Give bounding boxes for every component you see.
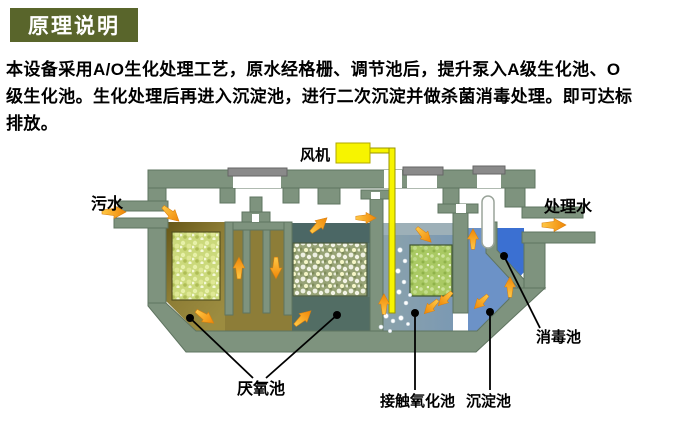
blower-label: 风机 xyxy=(300,147,331,164)
outlet-pipe-bottom xyxy=(521,231,596,244)
inlet-pipe-top xyxy=(117,200,169,212)
media-block-anaerobic-2 xyxy=(292,242,368,297)
blower-box xyxy=(335,142,371,164)
sedimentation-tank-label: 沉淀池 xyxy=(466,393,512,410)
manhole-caps xyxy=(227,165,506,177)
page-title: 原理说明 xyxy=(28,15,120,38)
description-line-3: 排放。 xyxy=(6,114,59,133)
bio-media-blocks xyxy=(171,231,453,301)
manhole-cap-2 xyxy=(402,166,444,176)
blower-assembly xyxy=(335,142,396,314)
contact-oxidation-tank-label: 接触氧化池 xyxy=(380,393,456,410)
anaerobic-tank-label: 厌氧池 xyxy=(237,381,286,398)
description-line-1: 本设备采用A/O生化处理工艺，原水经格栅、调节池后，提升泵入A级生化池、O xyxy=(6,60,621,79)
manhole-cap-3 xyxy=(472,165,506,175)
label-leader-lines xyxy=(186,252,541,390)
disinfection-water xyxy=(497,228,524,279)
manhole-cap-1 xyxy=(227,167,288,177)
aeration-bubbles xyxy=(378,247,412,333)
outlet-pipe-top xyxy=(521,206,584,219)
divider-wall-sedimentation xyxy=(452,212,469,314)
description-paragraph: 本设备采用A/O生化处理工艺，原水经格栅、调节池后，提升泵入A级生化池、O 级生… xyxy=(6,56,698,137)
title-badge: 原理说明 xyxy=(10,8,138,42)
inlet-pipe-bottom xyxy=(113,217,169,229)
disinfection-tank-label: 消毒池 xyxy=(536,329,582,346)
air-pipe-vertical xyxy=(388,147,396,314)
wall-openings xyxy=(233,170,501,222)
media-block-oxidation xyxy=(409,244,453,297)
dosing-tube xyxy=(481,195,495,249)
media-block-anaerobic-1 xyxy=(171,231,221,301)
air-pipe-horizontal xyxy=(367,147,393,154)
description-line-2: 级生化池。生化处理后再进入沉淀池，进行二次沉淀并做杀菌消毒处理。即可达标 xyxy=(6,87,633,106)
sewage-inflow-label: 污水 xyxy=(91,196,124,213)
treated-water-label: 处理水 xyxy=(544,199,593,216)
